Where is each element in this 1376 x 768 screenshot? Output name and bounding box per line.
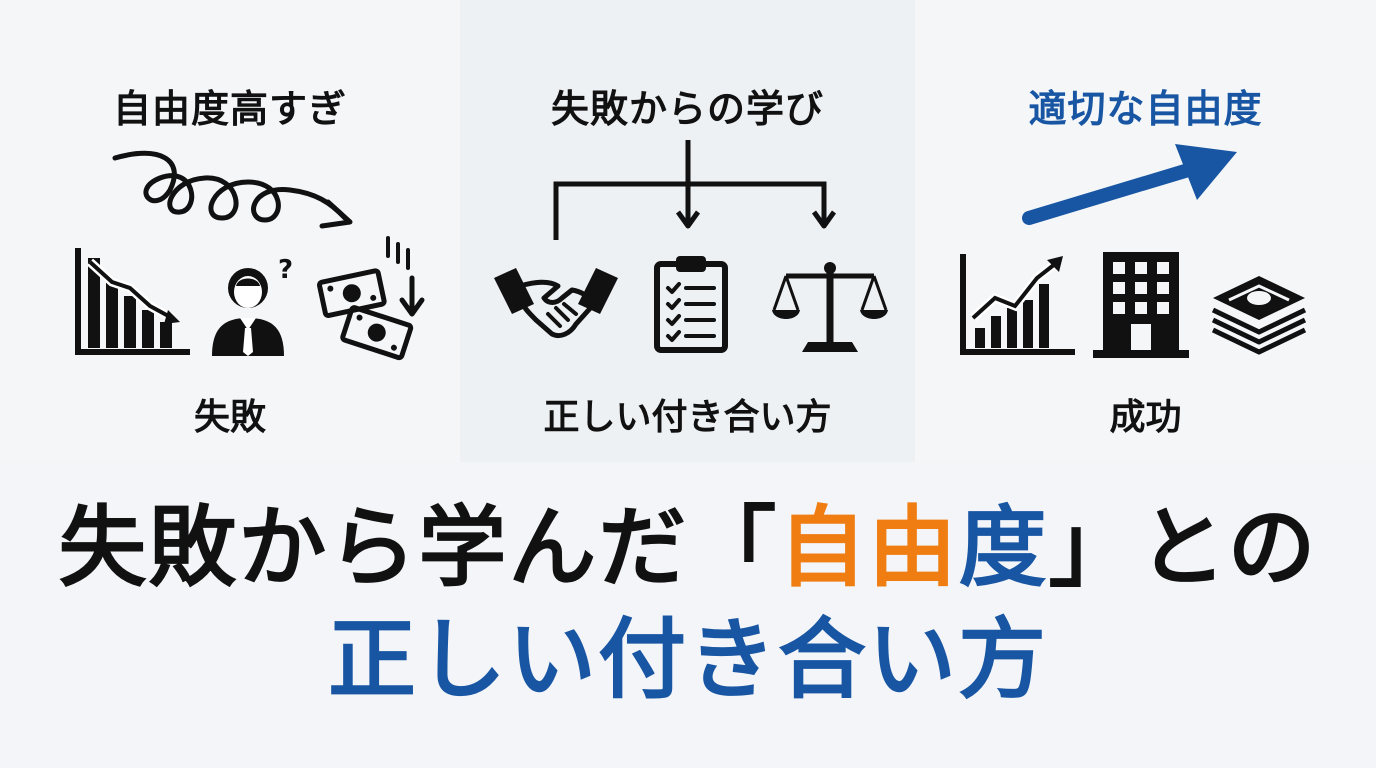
headline-highlight-degree: 度 xyxy=(958,496,1049,599)
panel-title-appropriate-freedom: 適切な自由度 xyxy=(1028,87,1263,131)
panel-label-success: 成功 xyxy=(1109,397,1182,438)
confused-person-icon: ? xyxy=(212,255,293,356)
loopy-arrow-icon xyxy=(112,150,353,229)
panel-title-too-much-freedom: 自由度高すぎ xyxy=(112,87,347,131)
branching-arrow-icon xyxy=(553,140,837,240)
falling-money-icon xyxy=(316,236,425,361)
declining-chart-icon xyxy=(75,248,190,355)
panel-title-learning-from-failure: 失敗からの学び xyxy=(550,87,824,131)
handshake-icon xyxy=(494,268,618,339)
svg-text:?: ? xyxy=(278,255,293,285)
headline-highlight-freedom: 自由 xyxy=(778,496,959,599)
checklist-clipboard-icon xyxy=(654,256,728,353)
panel-learning: 失敗からの学び 正しい付き合い方 xyxy=(460,0,915,462)
panel-label-failure: 失敗 xyxy=(193,397,266,438)
growth-chart-icon xyxy=(960,254,1075,355)
upward-arrow-icon xyxy=(1022,144,1237,225)
building-icon xyxy=(1093,252,1189,358)
panel-label-correct-approach: 正しい付き合い方 xyxy=(543,397,832,438)
money-stack-icon xyxy=(1211,276,1307,355)
panel-failure: 自由度高すぎ ? xyxy=(0,0,460,462)
headline-line-2: 正しい付き合い方 xyxy=(327,608,1048,711)
headline: 失敗から学んだ「自由度」との 正しい付き合い方 xyxy=(0,492,1376,716)
panel-success: 適切な自由度 成 xyxy=(915,0,1376,462)
balance-scale-icon xyxy=(772,262,888,352)
headline-line-1-prefix: 失敗から学んだ「 xyxy=(58,496,779,599)
headline-line-1-suffix: 」との xyxy=(1048,496,1318,599)
headline-line-1: 失敗から学んだ「自由度」との xyxy=(0,492,1376,604)
